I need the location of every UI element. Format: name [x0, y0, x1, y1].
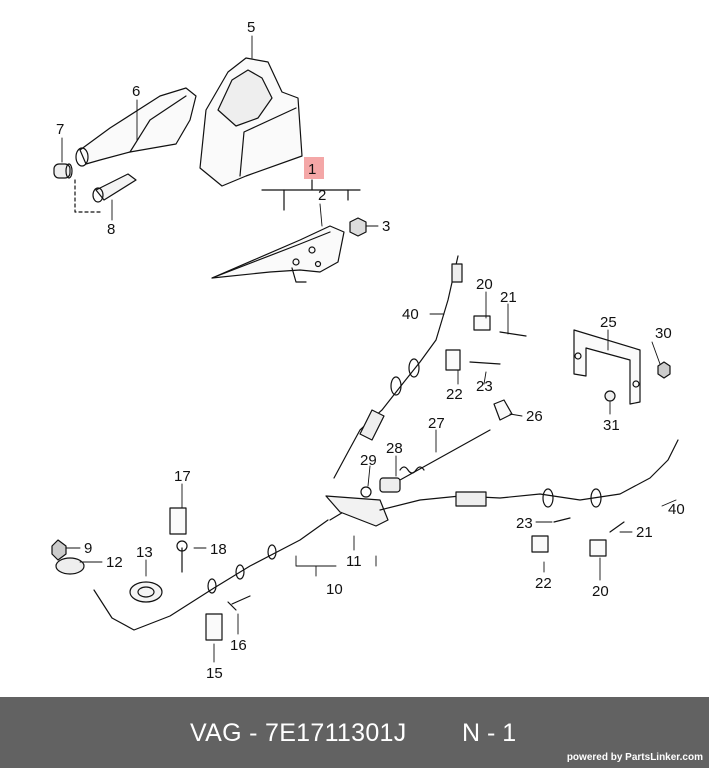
dash-separator: -	[249, 719, 258, 747]
lever-mechanism-part	[211, 225, 345, 283]
callout-labels: 1 2 3 5 6 7 8 10 11 12 13 15 16 17 18 9 …	[56, 19, 685, 682]
callout-16[interactable]: 16	[230, 637, 247, 654]
callout-20-lower[interactable]: 20	[592, 583, 609, 600]
callout-18[interactable]: 18	[210, 541, 227, 558]
spring-part	[360, 429, 491, 498]
callout-9[interactable]: 9	[84, 540, 92, 557]
callout-highlight	[304, 157, 324, 179]
callout-26[interactable]: 26	[526, 408, 543, 425]
callout-11[interactable]: 11	[346, 553, 362, 570]
callout-7[interactable]: 7	[56, 121, 64, 138]
left-mount-parts	[51, 539, 163, 603]
callout-23-upper[interactable]: 23	[476, 378, 493, 395]
callout-17[interactable]: 17	[174, 468, 191, 485]
callout-15[interactable]: 15	[206, 665, 223, 682]
console-cover-part	[199, 57, 303, 187]
callout-21-lower[interactable]: 21	[636, 524, 653, 541]
part-footer-bar: VAG - 7E1711301J N - 1 powered by PartsL…	[0, 697, 709, 768]
callout-40-upper[interactable]: 40	[402, 306, 419, 323]
quantity-label: N - 1	[462, 719, 517, 747]
callout-8[interactable]: 8	[107, 221, 115, 238]
callout-10[interactable]: 10	[326, 581, 343, 598]
handle-grip-part	[75, 87, 197, 167]
part-number: 7E1711301J	[264, 719, 407, 747]
exploded-parts-diagram: 1 2 3 5 6 7 8 10 11 12 13 15 16 17 18 9 …	[51, 19, 685, 682]
callout-31[interactable]: 31	[603, 417, 620, 434]
callout-25[interactable]: 25	[600, 314, 617, 331]
callout-30[interactable]: 30	[655, 325, 672, 342]
right-bracket-parts	[445, 315, 671, 557]
leader-lines	[61, 35, 677, 663]
part-number-line: VAG - 7E1711301J	[190, 719, 407, 748]
callout-12[interactable]: 12	[106, 554, 123, 571]
callout-27[interactable]: 27	[428, 415, 445, 432]
callout-29[interactable]: 29	[360, 452, 377, 469]
sleeve-part	[92, 173, 137, 203]
callout-5[interactable]: 5	[247, 19, 255, 36]
clip-parts	[169, 507, 251, 641]
release-button-part	[53, 163, 73, 179]
callout-21-upper[interactable]: 21	[500, 289, 517, 306]
cable-upper-part	[333, 255, 463, 479]
callout-22-upper[interactable]: 22	[446, 386, 463, 403]
nut-part	[349, 217, 367, 237]
callout-28[interactable]: 28	[386, 440, 403, 457]
callout-20-upper[interactable]: 20	[476, 276, 493, 293]
callout-1[interactable]: 1	[308, 161, 316, 178]
cable-lower-part	[93, 439, 679, 631]
callout-23-lower[interactable]: 23	[516, 515, 533, 532]
brand-label: VAG	[190, 719, 242, 747]
callout-2[interactable]: 2	[318, 187, 326, 204]
callout-3[interactable]: 3	[382, 218, 390, 235]
callout-22-lower[interactable]: 22	[535, 575, 552, 592]
callout-40-lower[interactable]: 40	[668, 501, 685, 518]
callout-6[interactable]: 6	[132, 83, 140, 100]
powered-by-link[interactable]: powered by PartsLinker.com	[566, 752, 703, 763]
callout-13[interactable]: 13	[136, 544, 153, 561]
